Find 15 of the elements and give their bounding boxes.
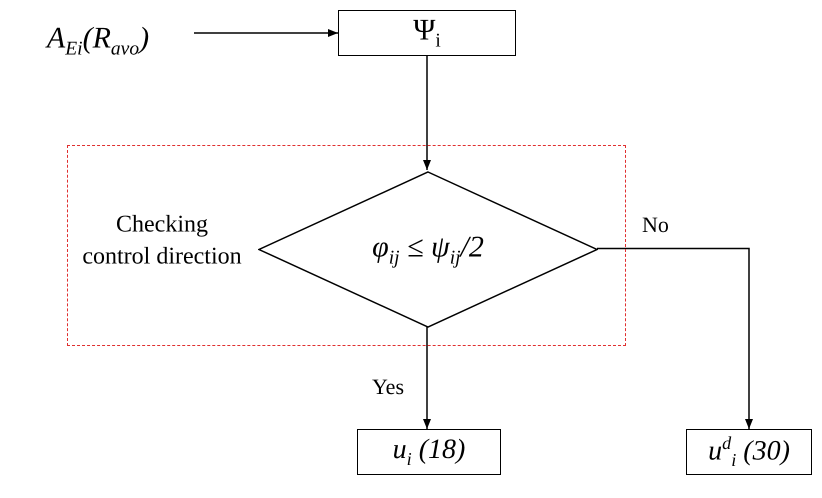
dashed-region — [67, 145, 626, 346]
arrow — [597, 248, 753, 429]
process-box — [357, 429, 501, 475]
process-box — [338, 10, 516, 56]
process-box — [686, 429, 812, 475]
decision-diamond — [258, 171, 598, 328]
region-label: Checking control direction — [82, 210, 242, 272]
arrow — [423, 56, 431, 170]
formula-text: Ψ$_{i}$ — [412, 14, 442, 52]
formula-text: A$_{Ei}$(R$_{avo}$) — [44, 22, 150, 60]
formula-text: u$^{d}$$_{i}$ (30) — [707, 433, 791, 471]
arrow — [423, 327, 431, 429]
formula-text: u$_{i}$ (18) — [392, 434, 466, 470]
arrow — [194, 29, 338, 37]
formula-text: φ$_{ij}$ ≤ ψ$_{ij}$/2 — [371, 230, 485, 269]
